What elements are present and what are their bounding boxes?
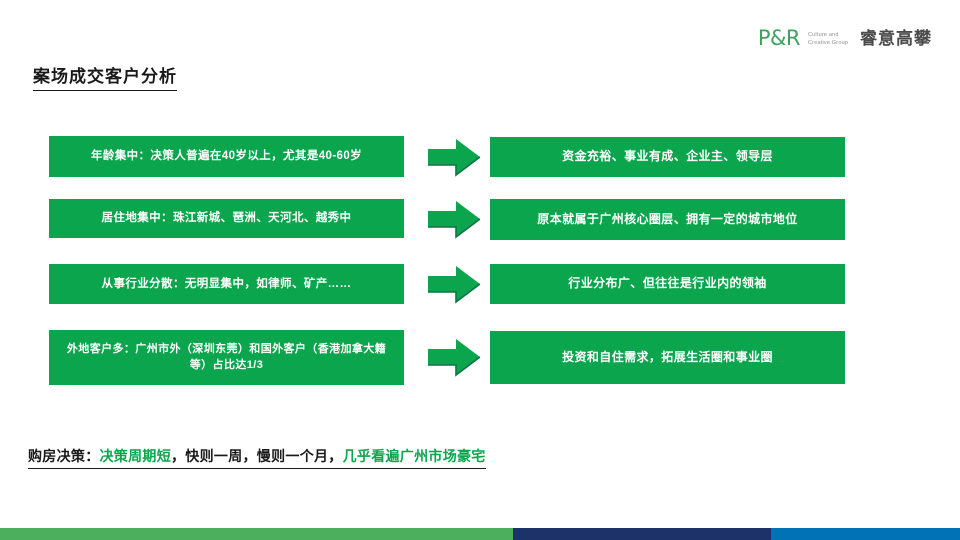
bottom-bar-segment-green xyxy=(0,528,513,540)
right-arrow-icon xyxy=(428,337,480,377)
insight-box-left: 从事行业分散：无明显集中，如律师、矿产…… xyxy=(49,264,404,304)
footer-middle: ，快则一周，慢则一个月， xyxy=(171,448,343,464)
insight-box-left: 外地客户多：广州市外（深圳东莞）和国外客户（香港加拿大籍等）占比达1/3 xyxy=(49,330,404,385)
brand-logo: P&R Culture and Creative Group 睿意高攀 xyxy=(758,28,932,49)
logo-mark: P&R xyxy=(757,26,801,50)
footer-highlight-2: 几乎看遍广州市场豪宅 xyxy=(342,448,486,464)
logo-company-name-cn: 睿意高攀 xyxy=(860,29,932,48)
insight-box-left: 年龄集中：决策人普遍在40岁以上，尤其是40-60岁 xyxy=(49,136,404,177)
insight-box-right: 资金充裕、事业有成、企业主、领导层 xyxy=(490,137,845,177)
bottom-bar-segment-navy xyxy=(513,528,771,540)
insight-box-right: 原本就属于广州核心圈层、拥有一定的城市地位 xyxy=(490,199,845,240)
insight-box-right: 行业分布广、但往往是行业内的领袖 xyxy=(490,264,845,304)
right-arrow-icon xyxy=(428,199,480,239)
insight-box-right: 投资和自住需求，拓展生活圈和事业圈 xyxy=(490,331,845,384)
logo-tagline: Culture and Creative Group xyxy=(808,32,849,46)
footer-label: 购房决策： xyxy=(28,448,100,464)
footer-highlight-1: 决策周期短 xyxy=(99,448,171,464)
bottom-accent-bar xyxy=(0,528,960,540)
page-title: 案场成交客户分析 xyxy=(33,67,177,92)
right-arrow-icon xyxy=(428,264,480,304)
right-arrow-icon xyxy=(428,137,480,177)
footer-conclusion: 购房决策：决策周期短，快则一周，慢则一个月，几乎看遍广州市场豪宅 xyxy=(28,447,486,470)
bottom-bar-segment-blue xyxy=(771,528,960,540)
insight-box-left: 居住地集中：珠江新城、琶洲、天河北、越秀中 xyxy=(49,199,404,238)
